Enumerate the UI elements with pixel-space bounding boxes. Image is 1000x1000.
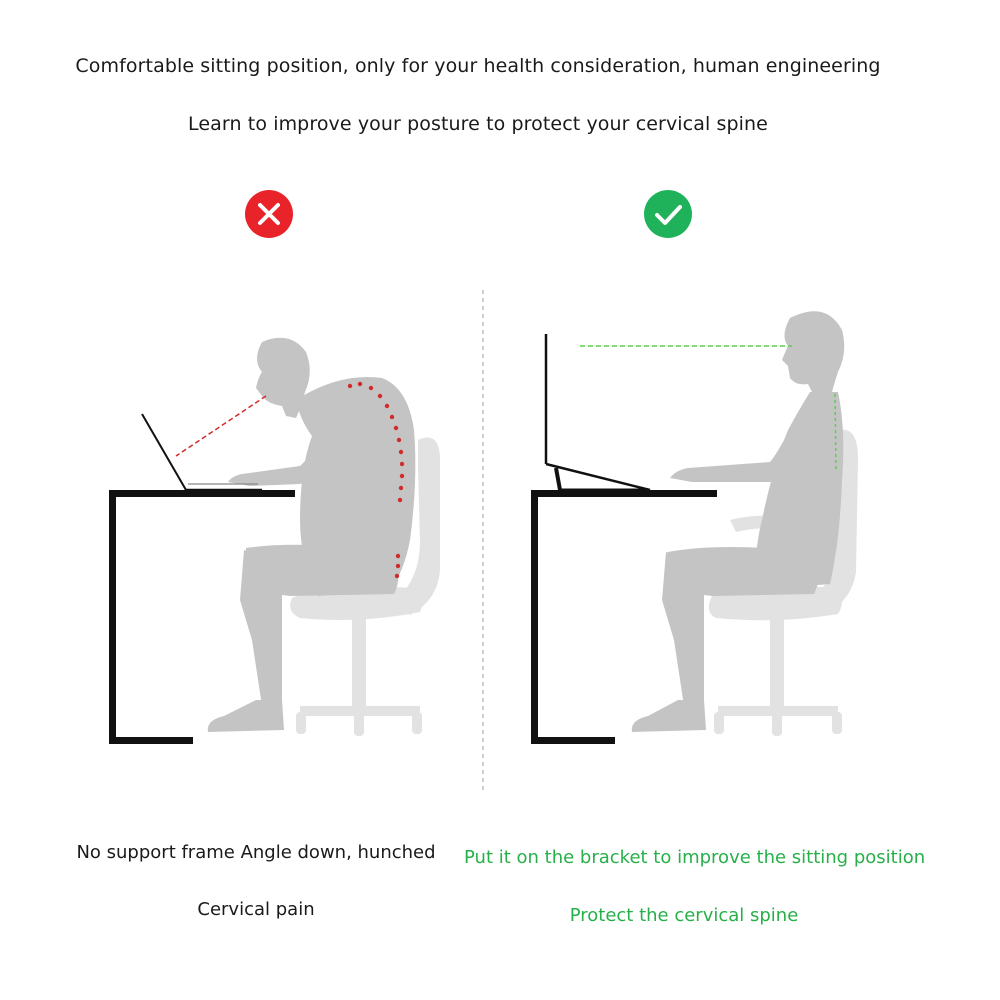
correct-laptop-on-stand (544, 334, 651, 492)
wrong-person (207, 337, 416, 732)
check-icon (644, 190, 692, 238)
wrong-sightline (175, 395, 267, 457)
page-title: Comfortable sitting position, only for y… (75, 55, 881, 77)
wrong-caption-line1: No support frame Angle down, hunched (76, 842, 436, 863)
wrong-posture-badge (244, 189, 294, 239)
wrong-desk (109, 490, 295, 744)
wrong-spine-dots (347, 381, 405, 579)
correct-person (631, 311, 845, 732)
correct-spine-line (834, 393, 837, 471)
correct-caption-line2: Protect the cervical spine (569, 905, 799, 926)
correct-scene (531, 311, 858, 744)
wrong-caption-line2: Cervical pain (197, 899, 315, 920)
correct-posture-badge (643, 189, 693, 239)
correct-desk (531, 490, 717, 744)
wrong-scene (109, 337, 440, 744)
correct-caption-line1: Put it on the bracket to improve the sit… (464, 847, 926, 868)
x-icon (245, 190, 293, 238)
page-subtitle: Learn to improve your posture to protect… (188, 113, 768, 135)
